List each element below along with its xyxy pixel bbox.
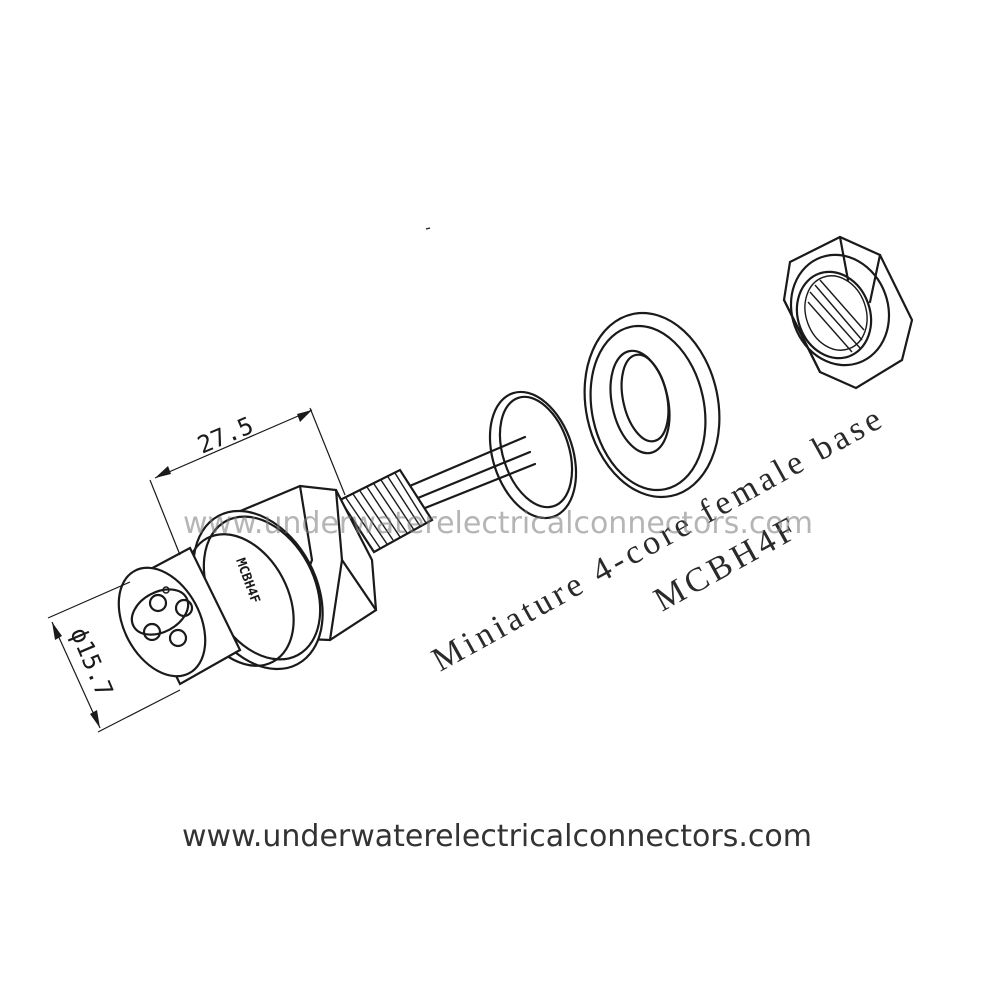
hex-nut: [782, 235, 914, 390]
key-mark: [162, 586, 170, 594]
pin-hole: [130, 588, 190, 636]
length-value: 27.5: [193, 411, 257, 459]
o-ring: [488, 390, 578, 520]
stray-mark: [425, 227, 431, 230]
pin-socket-1: [148, 593, 168, 613]
footer-url: www.underwaterelectricalconnectors.com: [182, 819, 812, 854]
threaded-stud: [338, 468, 434, 554]
watermark: www.underwaterelectricalconnectors.com: [183, 506, 813, 541]
cable-leads: [403, 435, 537, 512]
pin-socket-4: [168, 628, 188, 648]
pin-socket-3: [142, 622, 162, 642]
flat-washer: [583, 311, 721, 499]
diameter-value: ϕ15.7: [64, 623, 118, 700]
receptacle-face: [117, 546, 242, 686]
pin-socket-2: [174, 598, 194, 618]
